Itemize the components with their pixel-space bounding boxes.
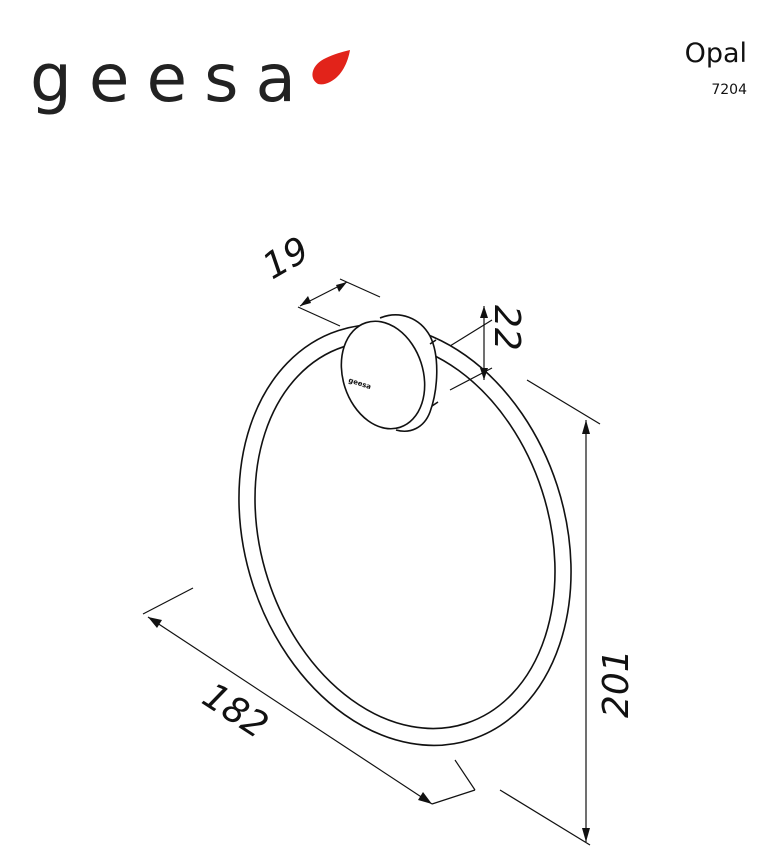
ring-outer bbox=[238, 323, 572, 747]
brand-wordmark: geesa bbox=[30, 40, 313, 117]
leaf-icon bbox=[312, 50, 350, 85]
dimension-width-label: 182 bbox=[195, 675, 275, 747]
dimension-height-label: 201 bbox=[596, 649, 637, 718]
brand-logo: geesa bbox=[30, 22, 313, 112]
wall-mount bbox=[340, 314, 439, 432]
dimension-rosette-label: 22 bbox=[486, 305, 527, 351]
arrowheads bbox=[148, 282, 590, 842]
dimension-lines bbox=[142, 278, 601, 846]
dimension-depth-label: 19 bbox=[256, 229, 316, 287]
product-name: Opal bbox=[684, 38, 747, 69]
product-code: 7204 bbox=[711, 82, 747, 98]
